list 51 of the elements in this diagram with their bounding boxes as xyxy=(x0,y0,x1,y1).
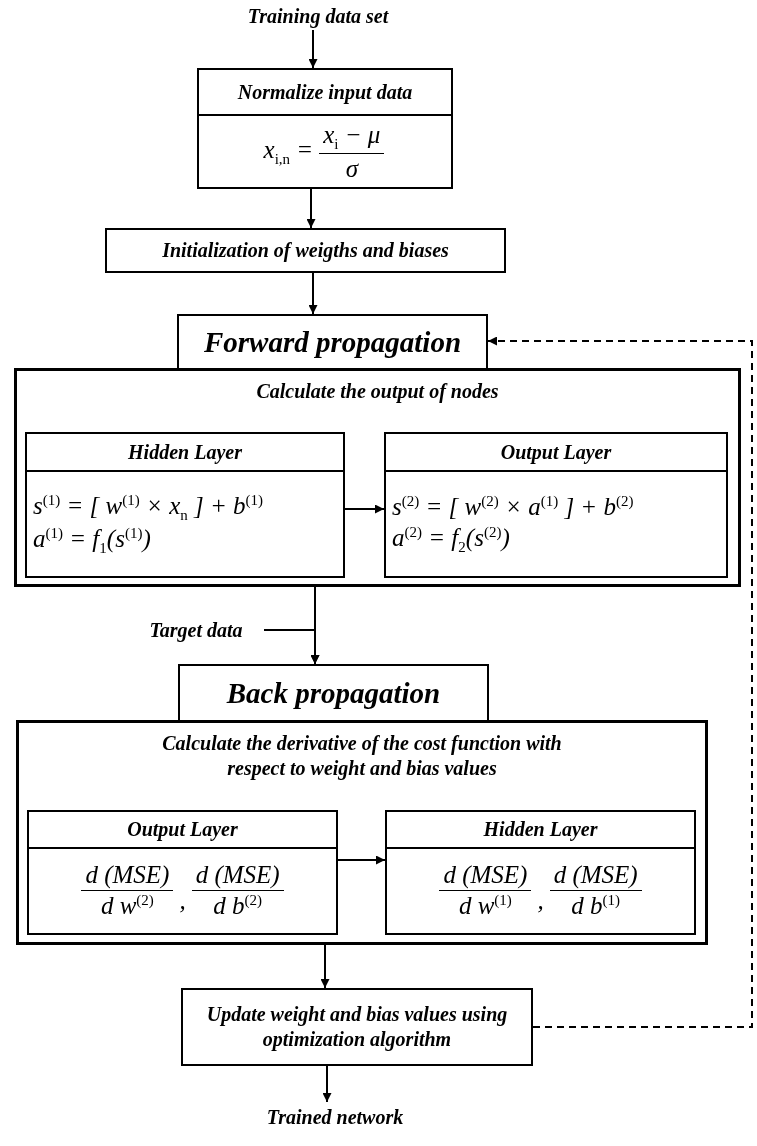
layer-title: Output Layer xyxy=(127,817,238,842)
flow-label: Training data set xyxy=(247,3,389,29)
arrow xyxy=(322,1065,332,1103)
process-box xyxy=(177,314,488,370)
formula-separator: , xyxy=(537,886,544,916)
flow-label: Trained network xyxy=(266,1104,404,1130)
arrow xyxy=(487,336,753,1028)
formula-separator: , xyxy=(179,886,186,916)
formula-numerator: d (MSE) xyxy=(439,860,532,892)
flow-label: Target data xyxy=(149,617,243,643)
formula-text: a$^{(1)}$ = f$_{1}$(s$^{(1)}$) xyxy=(33,524,152,558)
group-box xyxy=(14,368,741,587)
process-box xyxy=(197,68,453,189)
group-box xyxy=(16,720,708,945)
arrow xyxy=(263,629,320,665)
process-box xyxy=(178,664,489,722)
formula-text: s$^{(1)}$ = [ w$^{(1)}$ × x$_{n}$ ] + b$^{(1)}$ xyxy=(33,490,265,524)
formula-denominator: d b$^{(2)}$ xyxy=(212,891,263,922)
formula-numerator: d (MSE) xyxy=(81,860,174,892)
arrow xyxy=(308,29,318,69)
arrow xyxy=(344,504,385,514)
stage-title: Forward propagation xyxy=(203,324,461,360)
section-title: Calculate the output of nodes xyxy=(256,379,499,404)
step-title: Normalize input data xyxy=(237,79,413,105)
step-title: Initialization of weigths and biases xyxy=(162,238,449,263)
stage-title: Back propagation xyxy=(226,675,441,711)
arrow xyxy=(337,855,386,865)
formula-numerator: d (MSE) xyxy=(191,860,284,892)
formula-denominator: d b$^{(1)}$ xyxy=(570,891,621,922)
process-box xyxy=(105,228,506,273)
process-box xyxy=(27,810,338,935)
formula-text: a$^{(2)}$ = f$_{2}$(s$^{(2)}$) xyxy=(392,522,511,556)
formula-numerator: d (MSE) xyxy=(549,860,642,892)
formula-denominator: d w$^{(1)}$ xyxy=(457,891,513,922)
formula-text: x$_{i,n}$ = xyxy=(263,135,314,168)
process-box xyxy=(385,810,696,935)
process-box xyxy=(25,432,345,578)
step-title: Update weight and bias values using optimization algorithm xyxy=(205,1002,509,1052)
formula-denominator: σ xyxy=(344,153,360,184)
process-box xyxy=(384,432,728,578)
arrow xyxy=(308,272,318,315)
layer-title: Hidden Layer xyxy=(128,439,242,465)
layer-title: Output Layer xyxy=(500,439,612,465)
formula-text: s$^{(2)}$ = [ w$^{(2)}$ × a$^{(1)}$ ] + b$^{(2)}$ xyxy=(392,492,635,523)
layer-title: Hidden Layer xyxy=(483,817,598,842)
arrow xyxy=(306,188,316,229)
formula-denominator: d w$^{(2)}$ xyxy=(99,891,155,922)
formula-numerator: x$_{i}$ − μ xyxy=(319,119,385,154)
arrow xyxy=(320,944,330,989)
section-title: Calculate the derivative of the cost function with respect to weight and bias values xyxy=(161,731,563,781)
process-box xyxy=(181,988,533,1066)
